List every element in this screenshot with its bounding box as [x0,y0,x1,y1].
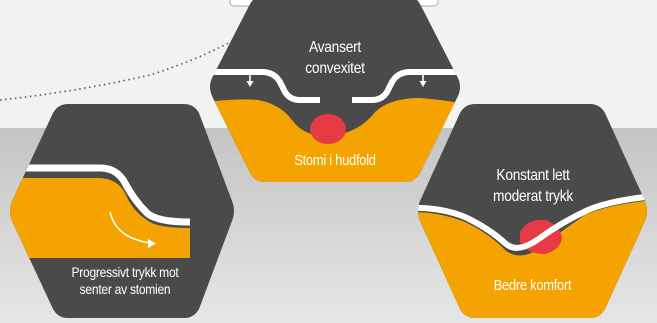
appliance-right [418,193,647,251]
skin-left [10,178,190,258]
panel-left-caption: Progressivt trykk mot senter av stomien [43,264,206,298]
panel-top-title-line2: convexitet [305,60,365,77]
skin-fold-top [210,98,460,182]
panel-top-title-line1: Avansert [308,39,361,56]
arrow-down-icon [419,73,427,87]
panel-right-title-line1: Konstant lett [496,167,570,184]
panel-right-hexagon [418,104,647,318]
panel-top-hexagon [210,0,460,182]
panel-left-caption-line1: Progressivt trykk mot [71,264,179,280]
arrow-down-icon [246,73,254,87]
skin-right [418,200,647,318]
panel-right-title: Konstant lett moderat trykk [473,165,593,207]
panel-top-title: Avansert convexitet [275,37,395,79]
panel-right-caption: Bedre komfort [493,277,572,294]
appliance-left-top [210,69,320,103]
appliance-right-top [352,69,460,103]
stoma-top [310,114,346,144]
curved-arrow-icon [109,211,151,244]
appliance-left [10,164,191,226]
panel-left-hexagon [10,104,234,318]
panel-left-caption-line2: senter av stomien [79,281,171,297]
panel-right-title-line2: moderat trykk [492,188,573,205]
panel-top-caption: Stomi i hudfold [294,152,376,169]
